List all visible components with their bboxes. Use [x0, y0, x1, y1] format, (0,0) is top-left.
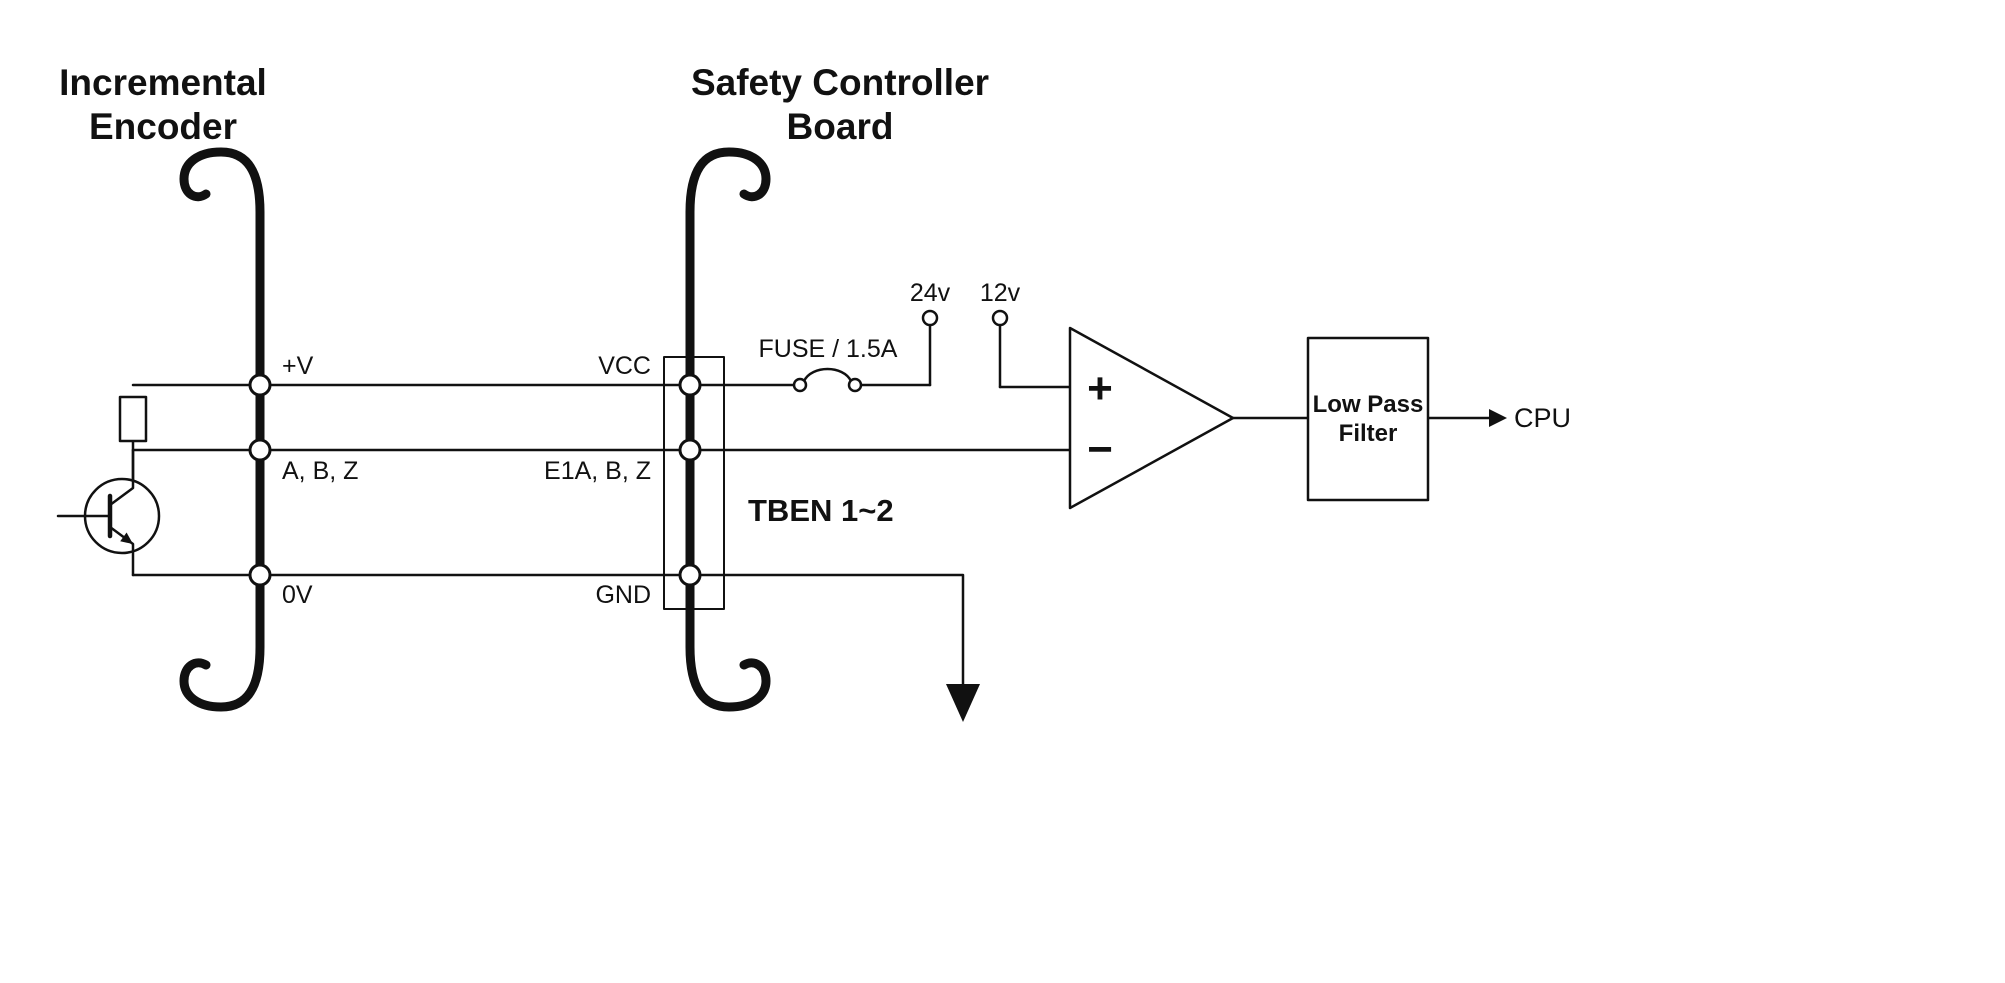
controller-terminal-signals — [678, 438, 702, 462]
controller-cable — [685, 147, 771, 712]
encoder-title-line2: Encoder — [89, 106, 237, 147]
controller-title-line2: Board — [787, 106, 894, 147]
connector-outline — [663, 356, 725, 610]
fuse-arc — [802, 367, 853, 383]
supply-12v-label: 12v — [980, 279, 1021, 307]
fuse-label: FUSE / 1.5A — [759, 335, 898, 363]
controller-title-line1: Safety Controller — [691, 62, 989, 103]
filter-label-line1: Low Pass — [1313, 391, 1424, 418]
fuse-terminal-right — [847, 377, 863, 393]
encoder-terminal-ground — [248, 563, 272, 587]
fuse-terminal-left — [792, 377, 808, 393]
controller-pin-signals-label: E1A, B, Z — [544, 457, 651, 485]
diagram-text: Incremental Encoder Safety Controller Bo… — [59, 62, 1571, 609]
wire-ground — [131, 573, 965, 690]
ground-arrowhead-icon — [946, 684, 980, 722]
controller-pin-power-label: VCC — [598, 352, 651, 380]
comparator-triangle — [1068, 326, 1235, 510]
encoder-terminal-power — [248, 373, 272, 397]
comparator-plus-label: + — [1087, 364, 1113, 413]
low-pass-filter-box — [1306, 336, 1430, 502]
encoder-pin-ground-label: 0V — [282, 581, 313, 609]
cpu-label: CPU — [1514, 403, 1571, 433]
encoder-pin-signals-label: A, B, Z — [282, 457, 358, 485]
terminal-12v — [991, 309, 1009, 327]
cpu-arrowhead-icon — [1489, 409, 1507, 427]
controller-pin-ground-label: GND — [595, 581, 651, 609]
encoder-terminal-signals — [248, 438, 272, 462]
diagram-arrows — [120, 409, 1507, 722]
encoder-pin-power-label: +V — [282, 352, 314, 380]
supply-24v-label: 24v — [910, 279, 951, 307]
comparator-minus-label: − — [1087, 425, 1113, 474]
encoder-title-line1: Incremental — [59, 62, 267, 103]
terminal-24v — [921, 309, 939, 327]
diagram-linework — [56, 147, 1491, 712]
encoder-cable — [179, 147, 265, 712]
pullup-resistor — [118, 395, 148, 443]
controller-terminal-power — [678, 373, 702, 397]
filter-label-line2: Filter — [1339, 420, 1398, 447]
connector-label: TBEN 1~2 — [748, 493, 894, 528]
emitter-arrowhead-icon — [120, 532, 133, 544]
transistor-collector — [108, 448, 135, 507]
controller-terminal-ground — [678, 563, 702, 587]
